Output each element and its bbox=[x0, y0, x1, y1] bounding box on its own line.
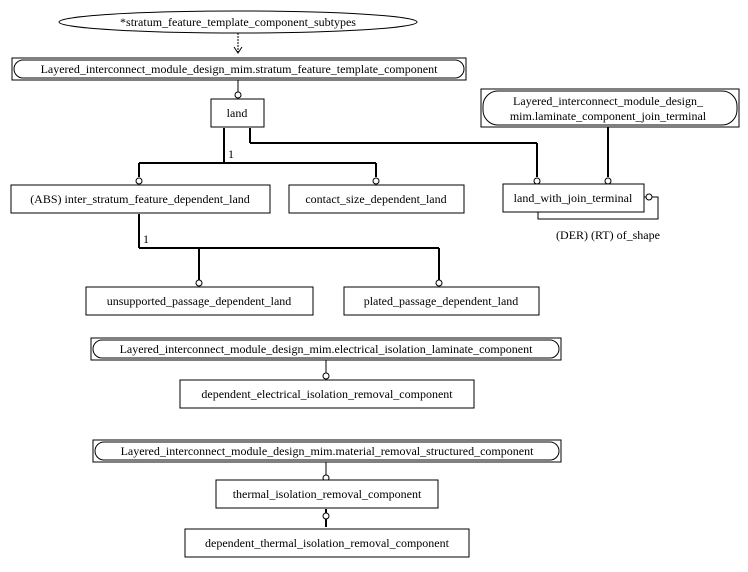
electrical-ref-label: Layered_interconnect_module_design_mim.e… bbox=[120, 342, 534, 356]
cardinality-label: 1 bbox=[143, 232, 149, 246]
entity-land-with-join-terminal: land_with_join_terminal bbox=[502, 183, 645, 213]
land-subtype-tree bbox=[138, 126, 609, 177]
stratum-feature-template-component-ref: Layered_interconnect_module_design_mim.s… bbox=[11, 57, 467, 81]
subtypes-oval-label: *stratum_feature_template_component_subt… bbox=[120, 15, 356, 29]
stratum-ref-label: Layered_interconnect_module_design_mim.s… bbox=[41, 62, 439, 76]
entity-inter-stratum-feature-dependent-land: (ABS) inter_stratum_feature_dependent_la… bbox=[10, 184, 271, 214]
subtype-end-circle-icon bbox=[533, 177, 541, 185]
of-shape-label: (DER) (RT) of_shape bbox=[556, 228, 660, 242]
entity-unsupported-passage-dependent-land: unsupported_passage_dependent_land bbox=[85, 286, 314, 316]
inter-stratum-subtype-tree bbox=[138, 214, 440, 280]
laminate-ref-label-line-2: mim.laminate_component_join_terminal bbox=[510, 109, 707, 123]
link-end-circle-icon bbox=[234, 91, 242, 99]
entity-dependent-thermal-isolation-label: dependent_thermal_isolation_removal_comp… bbox=[205, 536, 450, 550]
entity-land-label: land bbox=[227, 106, 248, 120]
subtype-end-circle-icon bbox=[435, 279, 443, 287]
subtype-end-circle-icon bbox=[372, 177, 380, 185]
entity-contact-size-dependent-land: contact_size_dependent_land bbox=[288, 184, 465, 214]
of-shape-self-relationship bbox=[537, 196, 659, 220]
entity-land-with-join-terminal-label: land_with_join_terminal bbox=[514, 191, 633, 205]
entity-unsupported-passage-label: unsupported_passage_dependent_land bbox=[107, 294, 292, 308]
subtype-end-circle-icon bbox=[195, 279, 203, 287]
subtype-end-circle-icon bbox=[604, 177, 612, 185]
entity-inter-stratum-label: (ABS) inter_stratum_feature_dependent_la… bbox=[30, 192, 250, 206]
laminate-component-join-terminal-ref: Layered_interconnect_module_design_ mim.… bbox=[480, 88, 740, 128]
arrowhead-icon bbox=[233, 46, 243, 54]
electrical-isolation-laminate-component-ref: Layered_interconnect_module_design_mim.e… bbox=[90, 337, 562, 361]
material-ref-label: Layered_interconnect_module_design_mim.m… bbox=[121, 444, 535, 458]
relationship-end-circle-icon bbox=[645, 193, 653, 201]
subtypes-oval: *stratum_feature_template_component_subt… bbox=[58, 10, 418, 34]
entity-thermal-isolation-label: thermal_isolation_removal_component bbox=[233, 487, 422, 501]
entity-contact-size-label: contact_size_dependent_land bbox=[305, 192, 446, 206]
entity-plated-passage-label: plated_passage_dependent_land bbox=[364, 294, 519, 308]
entity-thermal-isolation-removal-component: thermal_isolation_removal_component bbox=[215, 479, 439, 509]
cardinality-label: 1 bbox=[228, 147, 234, 161]
laminate-ref-label-line-1: Layered_interconnect_module_design_ bbox=[513, 94, 704, 108]
entity-land: land bbox=[210, 98, 265, 128]
entity-plated-passage-dependent-land: plated_passage_dependent_land bbox=[343, 286, 540, 316]
entity-dependent-electrical-isolation-label: dependent_electrical_isolation_removal_c… bbox=[201, 387, 453, 401]
entity-dependent-thermal-isolation-removal-component: dependent_thermal_isolation_removal_comp… bbox=[184, 528, 470, 558]
entity-dependent-electrical-isolation-removal-component: dependent_electrical_isolation_removal_c… bbox=[179, 379, 475, 409]
subtype-end-circle-icon bbox=[135, 177, 143, 185]
material-removal-structured-component-ref: Layered_interconnect_module_design_mim.m… bbox=[92, 439, 562, 463]
link-end-circle-icon bbox=[322, 372, 330, 380]
subtype-end-circle-icon bbox=[322, 512, 330, 520]
